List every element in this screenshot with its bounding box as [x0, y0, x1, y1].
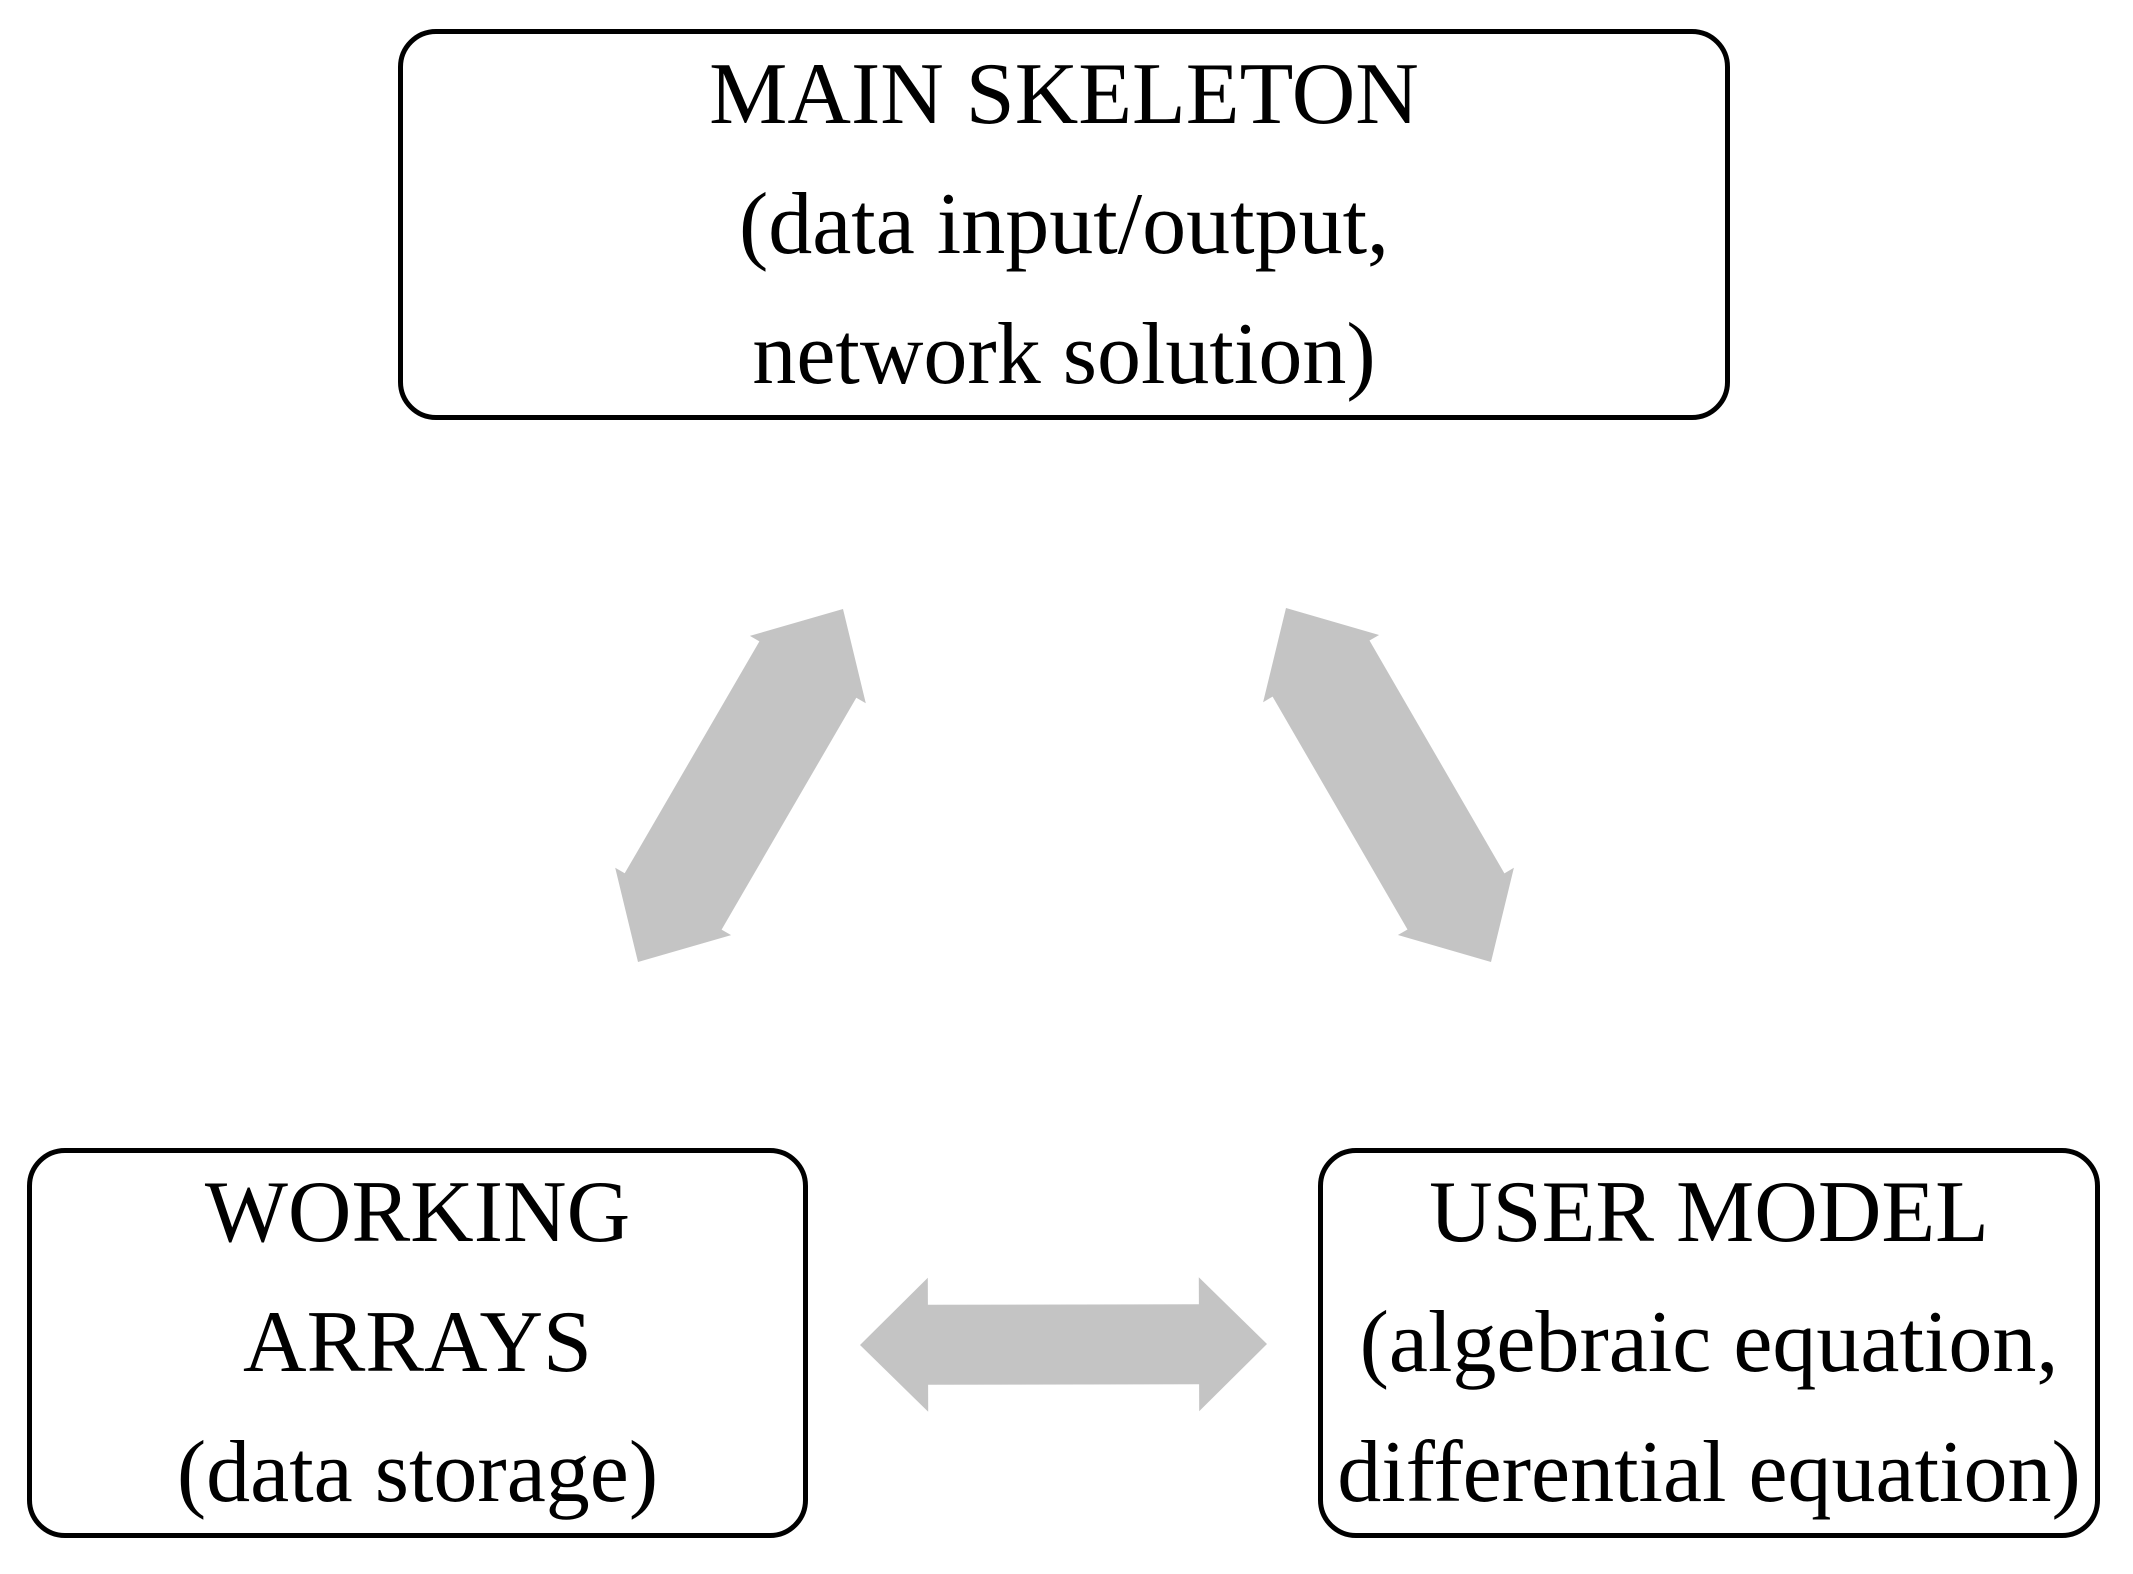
node-working-arrays: WORKING ARRAYS (data storage) — [27, 1148, 808, 1538]
node-main-skeleton-subtitle-1: (data input/output, — [738, 175, 1390, 273]
double-arrow-working_arrays-user_model — [860, 1277, 1267, 1412]
node-main-skeleton: MAIN SKELETON (data input/output, networ… — [398, 29, 1730, 420]
node-user-model-subtitle-2: differential equation) — [1337, 1424, 2081, 1521]
node-user-model-title: USER MODEL — [1429, 1164, 1989, 1261]
node-working-arrays-title-1: WORKING — [204, 1164, 631, 1261]
node-main-skeleton-title: MAIN SKELETON — [709, 45, 1419, 143]
double-arrow-main_skeleton-user_model — [1263, 608, 1514, 962]
node-main-skeleton-subtitle-2: network solution) — [752, 305, 1376, 403]
node-user-model-subtitle-1: (algebraic equation, — [1359, 1294, 2059, 1391]
node-user-model: USER MODEL (algebraic equation, differen… — [1318, 1148, 2100, 1538]
double-arrow-main_skeleton-working_arrays — [615, 609, 866, 962]
node-working-arrays-subtitle: (data storage) — [176, 1424, 659, 1521]
node-working-arrays-title-2: ARRAYS — [243, 1294, 592, 1391]
